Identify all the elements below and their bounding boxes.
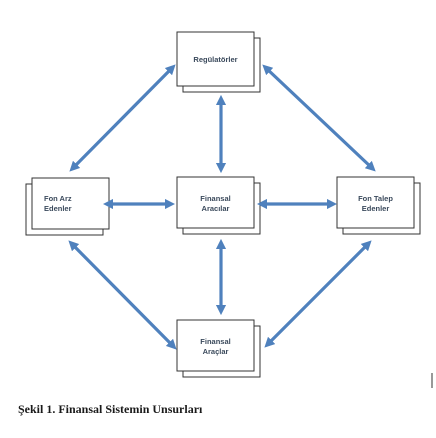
arrow-demanders-instruments [264, 240, 372, 348]
fund-suppliers-label-line2: Edenler [44, 204, 72, 213]
arrow-suppliers-instruments [68, 240, 177, 350]
financial-instruments-label: Finansal Araçlar [177, 337, 254, 357]
figure-caption: Şekil 1. Finansal Sistemin Unsurları [18, 402, 203, 416]
financial-intermediaries-label: Finansal Aracılar [177, 194, 254, 214]
arrow-regulators-suppliers [69, 64, 176, 172]
regulators-label: Regülatörler [177, 55, 254, 65]
financial-instruments-box [176, 319, 261, 378]
financial-instruments-label-line1: Finansal [200, 337, 231, 346]
financial-intermediaries-label-line2: Aracılar [201, 204, 230, 213]
fund-demanders-box [336, 176, 421, 235]
fund-demanders-label: Fon Talep Edenler [337, 194, 414, 214]
regulators-box [176, 31, 261, 93]
fund-demanders-label-line2: Edenler [361, 204, 390, 213]
fund-suppliers-label: Fon Arz Edenler [32, 194, 88, 214]
financial-instruments-label-line2: Araçlar [202, 347, 229, 356]
arrow-regulators-demanders [262, 64, 376, 172]
regulators-label-line1: Regülatörler [193, 55, 238, 64]
fund-suppliers-label-line1: Fon Arz [44, 194, 72, 203]
financial-intermediaries-label-line1: Finansal [200, 194, 231, 203]
fund-demanders-label-line1: Fon Talep [358, 194, 393, 203]
financial-intermediaries-box [176, 176, 261, 235]
fund-suppliers-box [25, 177, 110, 236]
